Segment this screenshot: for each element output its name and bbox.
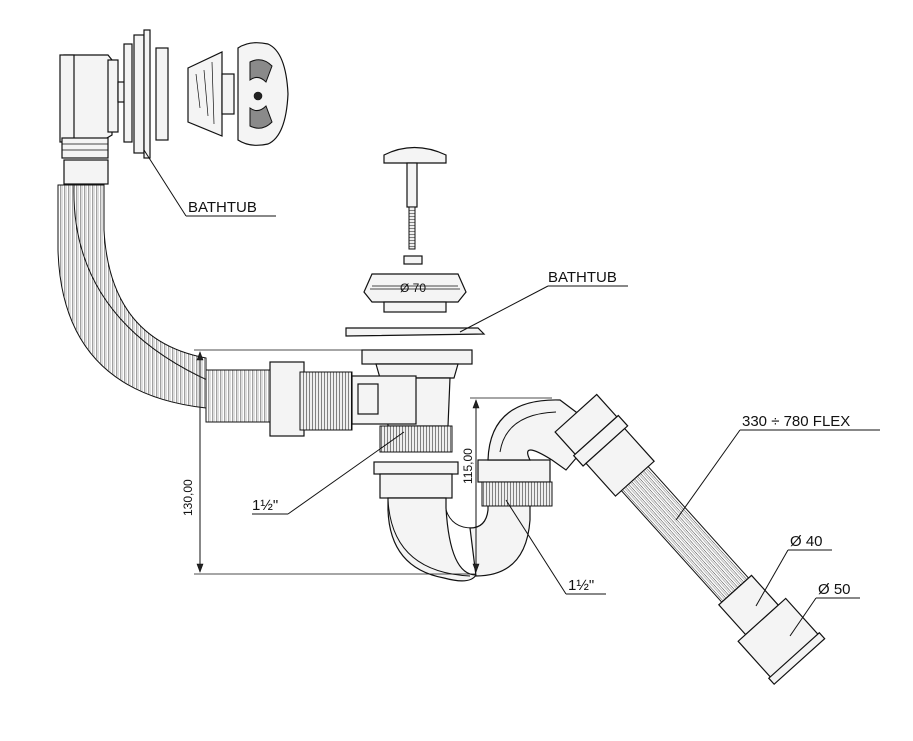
overflow-flex-hose bbox=[57, 159, 271, 423]
label-diameter-50: Ø 50 bbox=[818, 581, 851, 598]
label-thread-left: 1½" bbox=[252, 497, 278, 514]
label-flex-length: 330 ÷ 780 FLEX bbox=[742, 413, 850, 430]
label-height-130: 130,00 bbox=[181, 479, 195, 516]
dimension-lines bbox=[194, 288, 552, 575]
label-bathtub-overflow: BATHTUB bbox=[188, 199, 257, 216]
label-bathtub-drain: BATHTUB bbox=[548, 269, 617, 286]
u-trap bbox=[373, 399, 601, 582]
overflow-assembly bbox=[59, 29, 289, 159]
outlet-flex-hose bbox=[554, 393, 826, 686]
label-diameter-40: Ø 40 bbox=[790, 533, 823, 550]
waste-body bbox=[269, 349, 473, 453]
leader-lines bbox=[143, 149, 880, 637]
drain-plug-assembly bbox=[345, 146, 486, 337]
label-diameter-70: Ø 70 bbox=[400, 281, 426, 295]
label-thread-right: 1½" bbox=[568, 577, 594, 594]
label-height-115: 115,00 bbox=[461, 448, 475, 484]
